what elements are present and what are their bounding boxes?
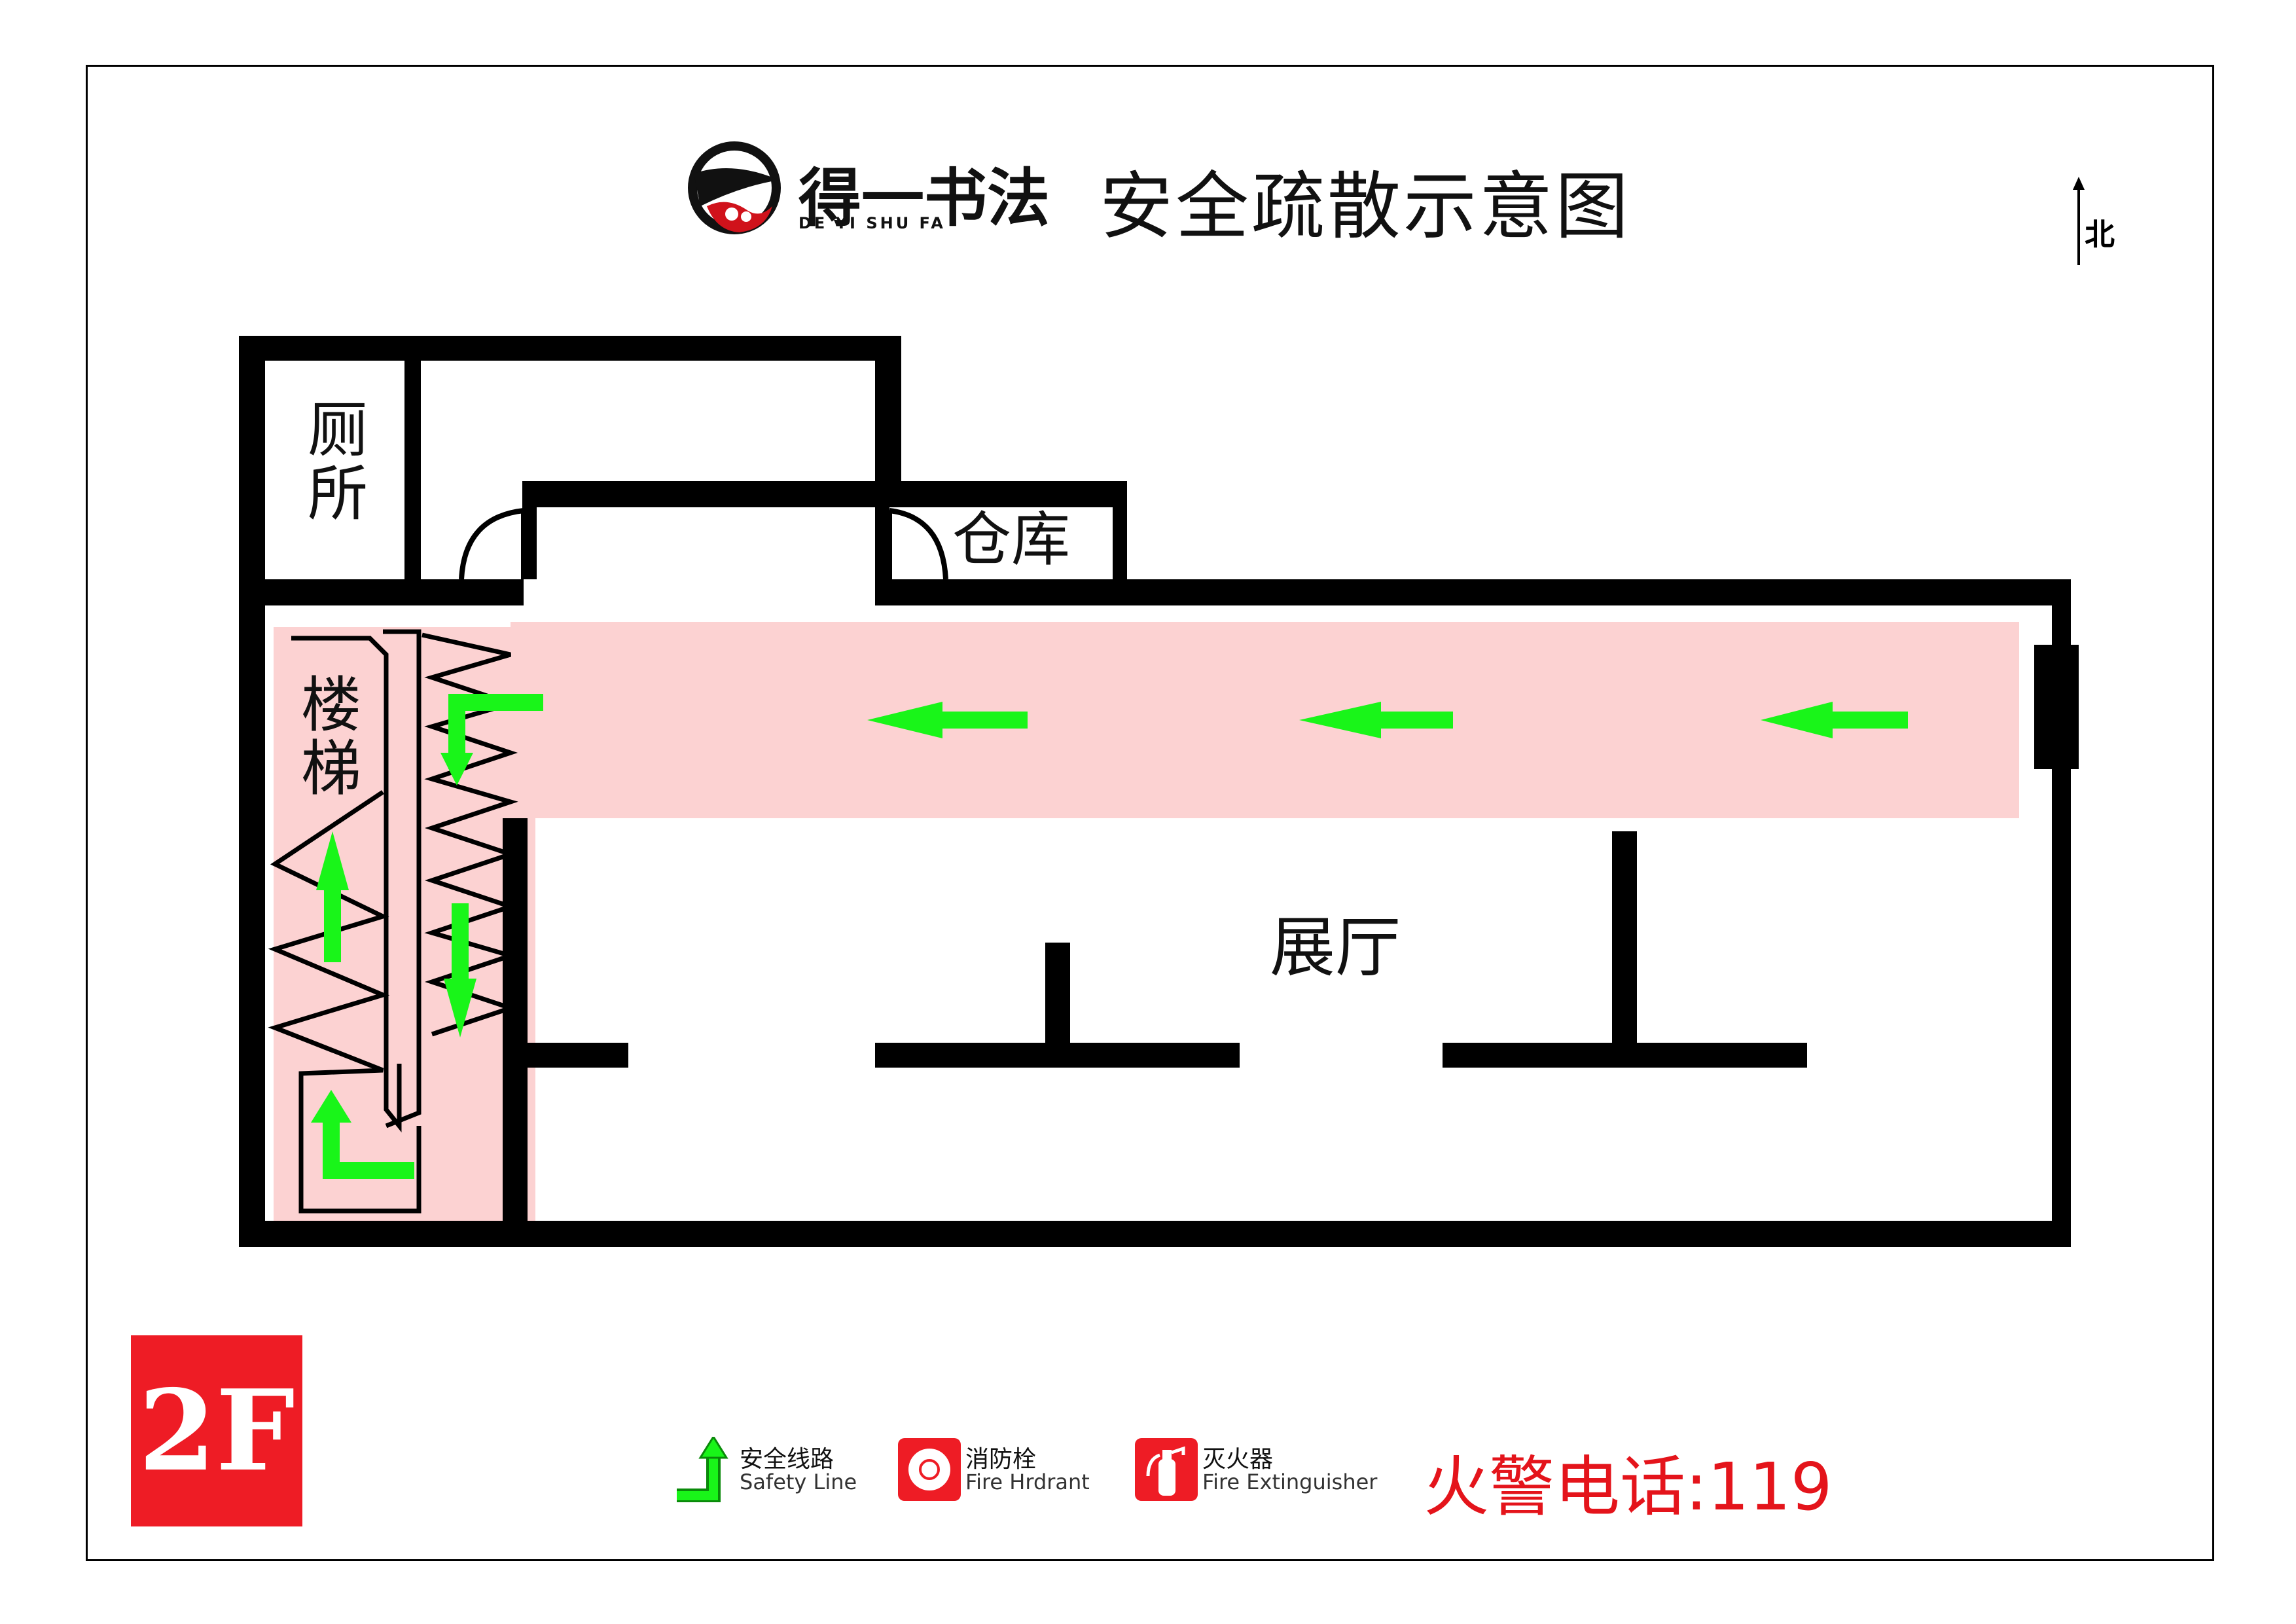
safety-line-icon bbox=[677, 1437, 728, 1502]
wall-bottom bbox=[239, 1221, 2071, 1247]
room-label-toilet: 厕所 bbox=[308, 395, 368, 529]
north-label: 北 bbox=[2085, 217, 2115, 252]
door-arc-1 bbox=[459, 508, 526, 580]
wall-stair-partition bbox=[503, 818, 528, 1221]
legend-hydrant-cn: 消防栓 bbox=[965, 1446, 1037, 1473]
north-arrow-icon bbox=[2073, 177, 2085, 265]
floor-badge: 2F bbox=[131, 1335, 302, 1526]
route-stairwell bbox=[274, 627, 535, 1223]
wall-mid-left bbox=[239, 579, 524, 605]
wall-partition-3-post bbox=[1612, 831, 1637, 1047]
legend-safety-cn: 安全线路 bbox=[740, 1446, 834, 1473]
legend-fire-hydrant: 消防栓 Fire Hrdrant bbox=[897, 1437, 1113, 1502]
arrow-left-2 bbox=[1299, 702, 1453, 738]
brand-logo: 得一书法 DE YI SHU FA bbox=[681, 134, 1050, 239]
wall-warehouse-right bbox=[1113, 481, 1127, 591]
wall-upper-right bbox=[875, 336, 901, 486]
arrow-left-1 bbox=[867, 702, 1028, 738]
wall-warehouse-top bbox=[524, 481, 1126, 507]
wall-toilet-divider bbox=[404, 361, 421, 586]
wall-warehouse-left bbox=[875, 486, 889, 591]
arrow-corner-down bbox=[440, 694, 543, 785]
room-label-hall: 展厅 bbox=[1270, 909, 1401, 986]
fire-phone-number: 火警电话:119 bbox=[1424, 1449, 1833, 1525]
door-arc-2 bbox=[887, 508, 948, 580]
logo-subtitle: DE YI SHU FA bbox=[798, 214, 946, 232]
logo-text: 得一书法 bbox=[798, 161, 1050, 235]
arrow-corner-up bbox=[311, 1090, 414, 1179]
legend-hydrant-en: Fire Hrdrant bbox=[965, 1470, 1090, 1494]
room-label-warehouse: 仓库 bbox=[952, 505, 1070, 574]
exit-door bbox=[2034, 645, 2079, 769]
legend-extinguisher-en: Fire Extinguisher bbox=[1202, 1470, 1378, 1494]
arrow-down bbox=[444, 903, 476, 1038]
wall-partition-2-post bbox=[1045, 943, 1070, 1047]
legend-safety-en: Safety Line bbox=[740, 1470, 857, 1494]
page-title: 安全疏散示意图 bbox=[1100, 164, 1631, 249]
wall-partition-1 bbox=[528, 1043, 628, 1068]
evacuation-arrows bbox=[311, 694, 1908, 1179]
legend-extinguisher-cn: 灭火器 bbox=[1202, 1446, 1274, 1473]
diagram-frame bbox=[86, 65, 2214, 1561]
wall-left bbox=[239, 336, 265, 1247]
legend-fire-extinguisher: 灭火器 Fire Extinguisher bbox=[1134, 1437, 1408, 1502]
fire-hydrant-icon bbox=[898, 1438, 961, 1501]
wall-top-upper bbox=[239, 336, 901, 361]
arrow-up bbox=[316, 831, 349, 962]
room-label-stairs: 楼梯 bbox=[301, 670, 362, 804]
logo-emblem-icon bbox=[688, 141, 781, 234]
stairs-outline bbox=[268, 629, 518, 1214]
legend-safety-line: 安全线路 Safety Line bbox=[674, 1437, 884, 1502]
arrow-left-3 bbox=[1761, 702, 1908, 738]
doors bbox=[459, 508, 948, 580]
wall-top-main bbox=[875, 579, 2071, 605]
walls bbox=[239, 336, 2079, 1247]
fire-extinguisher-icon bbox=[1135, 1438, 1198, 1501]
